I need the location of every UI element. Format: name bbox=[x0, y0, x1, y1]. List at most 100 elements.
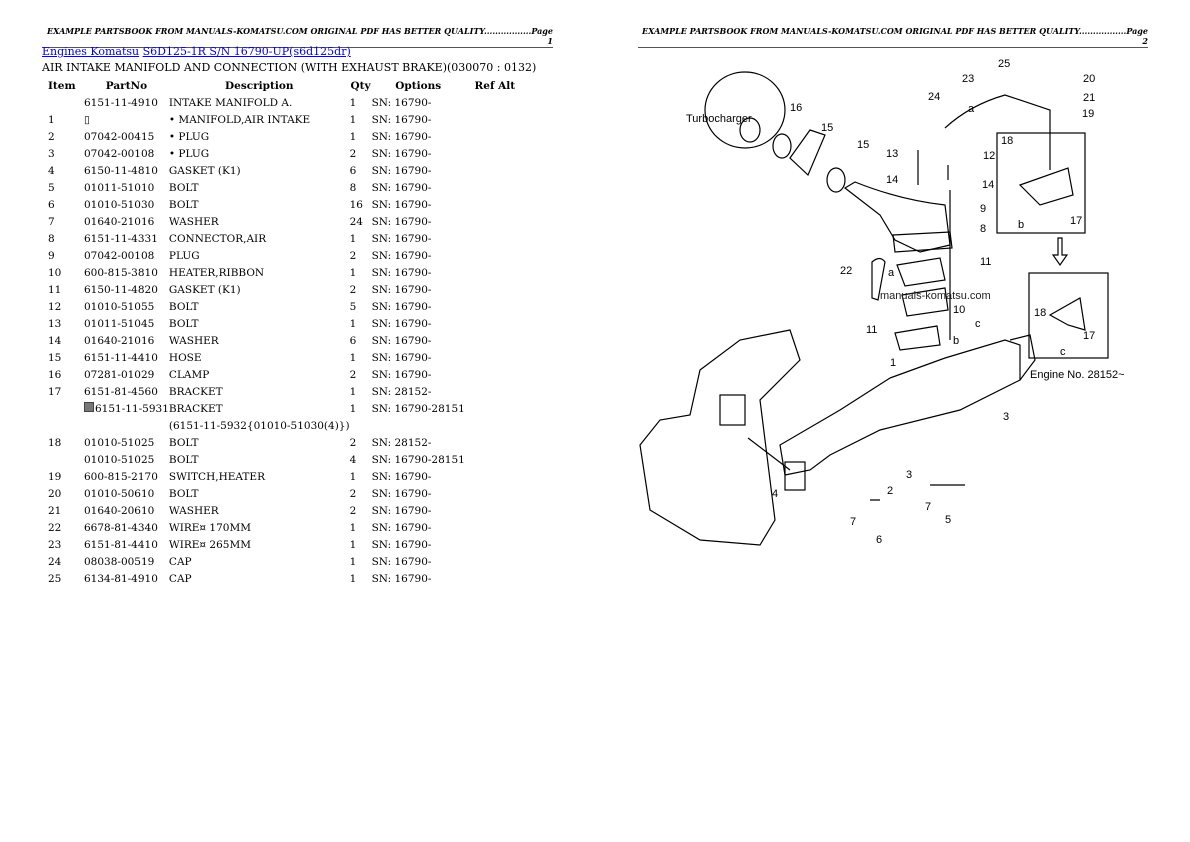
cell-item: 18 bbox=[42, 434, 84, 451]
cell-refalt bbox=[465, 281, 525, 298]
cell-qty: 1 bbox=[350, 94, 372, 111]
cell-text: SN: 16790- bbox=[371, 300, 432, 313]
cell-item: 8 bbox=[42, 230, 84, 247]
cell-options: SN: 16790- bbox=[372, 553, 465, 570]
cell-text: SN: 16790- bbox=[371, 181, 432, 194]
callout-label: 17 bbox=[1070, 215, 1082, 227]
cell-partno: 6151-11-5931 bbox=[84, 400, 169, 417]
callout-label: 13 bbox=[886, 148, 898, 160]
cell-refalt bbox=[465, 434, 525, 451]
cell-text: 6 bbox=[349, 164, 357, 177]
cell-description: INTAKE MANIFOLD A. bbox=[169, 94, 350, 111]
cell-refalt bbox=[465, 196, 525, 213]
cell-text: 2 bbox=[349, 249, 357, 262]
cell-text: SN: 16790- bbox=[371, 164, 432, 177]
cell-options: SN: 16790-28151 bbox=[372, 400, 465, 417]
cell-description: HEATER,RIBBON bbox=[169, 264, 350, 281]
cell-description: BRACKET bbox=[169, 383, 350, 400]
cell-text: HOSE bbox=[168, 351, 202, 364]
cell-item: 24 bbox=[42, 553, 84, 570]
cell-text: SN: 16790- bbox=[371, 113, 432, 126]
callout-label: 2 bbox=[887, 485, 893, 497]
cell-text: SN: 16790- bbox=[371, 351, 432, 364]
cell-text: 6151-11-5931 bbox=[95, 403, 169, 415]
cell-text: SN: 16790- bbox=[371, 130, 432, 143]
cell-partno: 07281-01029 bbox=[84, 366, 169, 383]
cell-options: SN: 16790- bbox=[372, 128, 465, 145]
cell-partno: 6678-81-4340 bbox=[84, 519, 169, 536]
cell-partno: 6151-11-4331 bbox=[84, 230, 169, 247]
cell-options: SN: 16790- bbox=[372, 519, 465, 536]
cell-text: 1 bbox=[349, 113, 357, 126]
cell-qty: 1 bbox=[350, 230, 372, 247]
cell-description: • PLUG bbox=[169, 128, 350, 145]
cell-options: SN: 16790- bbox=[372, 247, 465, 264]
breadcrumb-link-engines[interactable]: Engines Komatsu bbox=[42, 45, 140, 58]
cell-text: WASHER bbox=[168, 334, 219, 347]
cell-partno: 01011-51045 bbox=[84, 315, 169, 332]
cell-options: SN: 16790- bbox=[372, 94, 465, 111]
cell-item: 13 bbox=[42, 315, 84, 332]
cell-options: SN: 16790- bbox=[372, 502, 465, 519]
cell-description: BOLT bbox=[169, 451, 350, 468]
cell-text: 16 bbox=[48, 368, 62, 381]
cell-options: SN: 16790- bbox=[372, 332, 465, 349]
cell-text: 4 bbox=[349, 453, 357, 466]
cell-refalt bbox=[465, 485, 525, 502]
callout-label: 19 bbox=[1082, 108, 1094, 120]
cell-qty: 2 bbox=[350, 145, 372, 162]
cell-text: 14 bbox=[48, 334, 62, 347]
cell-text: 1 bbox=[349, 538, 357, 551]
cell-qty: 1 bbox=[350, 553, 372, 570]
cell-text: 10 bbox=[48, 266, 62, 279]
cell-text: 1 bbox=[349, 317, 357, 330]
cell-text: 2 bbox=[48, 130, 55, 143]
cell-text: 9 bbox=[48, 249, 55, 262]
cell-text: SN: 16790- bbox=[371, 266, 432, 279]
cell-qty: 1 bbox=[350, 349, 372, 366]
cell-text: BOLT bbox=[168, 198, 199, 211]
parts-table: Item PartNo Description Qty Options Ref … bbox=[42, 77, 525, 587]
cell-text: GASKET (K1) bbox=[168, 164, 241, 177]
breadcrumb-link-model[interactable]: S6D125-1R S/N 16790-UP(s6d125dr) bbox=[142, 45, 351, 58]
cell-text: 01011-51045 bbox=[84, 317, 155, 330]
cell-text: SN: 16790- bbox=[371, 521, 432, 534]
cell-text: 2 bbox=[349, 283, 357, 296]
cell-item: 3 bbox=[42, 145, 84, 162]
cell-description: SWITCH,HEATER bbox=[169, 468, 350, 485]
cell-partno: 600-815-2170 bbox=[84, 468, 169, 485]
callout-label: 10 bbox=[953, 304, 965, 316]
cell-description: BOLT bbox=[169, 179, 350, 196]
cell-text: 4 bbox=[48, 164, 55, 177]
cell-qty: 1 bbox=[350, 400, 372, 417]
cell-partno: 01010-51025 bbox=[84, 451, 169, 468]
cell-partno: 6151-81-4410 bbox=[84, 536, 169, 553]
cell-text: 07042-00415 bbox=[84, 130, 155, 143]
cell-text: SN: 28152- bbox=[371, 385, 432, 398]
cell-options: SN: 16790- bbox=[372, 366, 465, 383]
cell-qty: 6 bbox=[350, 332, 372, 349]
cell-text: 16 bbox=[349, 198, 363, 211]
cell-text: 23 bbox=[48, 538, 62, 551]
cell-text: 01010-51030 bbox=[84, 198, 155, 211]
cell-refalt bbox=[465, 417, 525, 434]
callout-label: a bbox=[968, 103, 975, 115]
cell-text: 1 bbox=[349, 266, 357, 279]
cell-refalt bbox=[465, 383, 525, 400]
callout-label: 7 bbox=[850, 516, 856, 528]
cell-text: 6151-81-4560 bbox=[84, 385, 158, 398]
cell-item: 23 bbox=[42, 536, 84, 553]
cell-description: CONNECTOR,AIR bbox=[169, 230, 350, 247]
col-qty: Qty bbox=[350, 79, 371, 92]
cell-text: PLUG bbox=[168, 249, 200, 262]
cell-text: 19 bbox=[48, 470, 62, 483]
cell-partno: 6150-11-4820 bbox=[84, 281, 169, 298]
cell-refalt bbox=[465, 400, 525, 417]
